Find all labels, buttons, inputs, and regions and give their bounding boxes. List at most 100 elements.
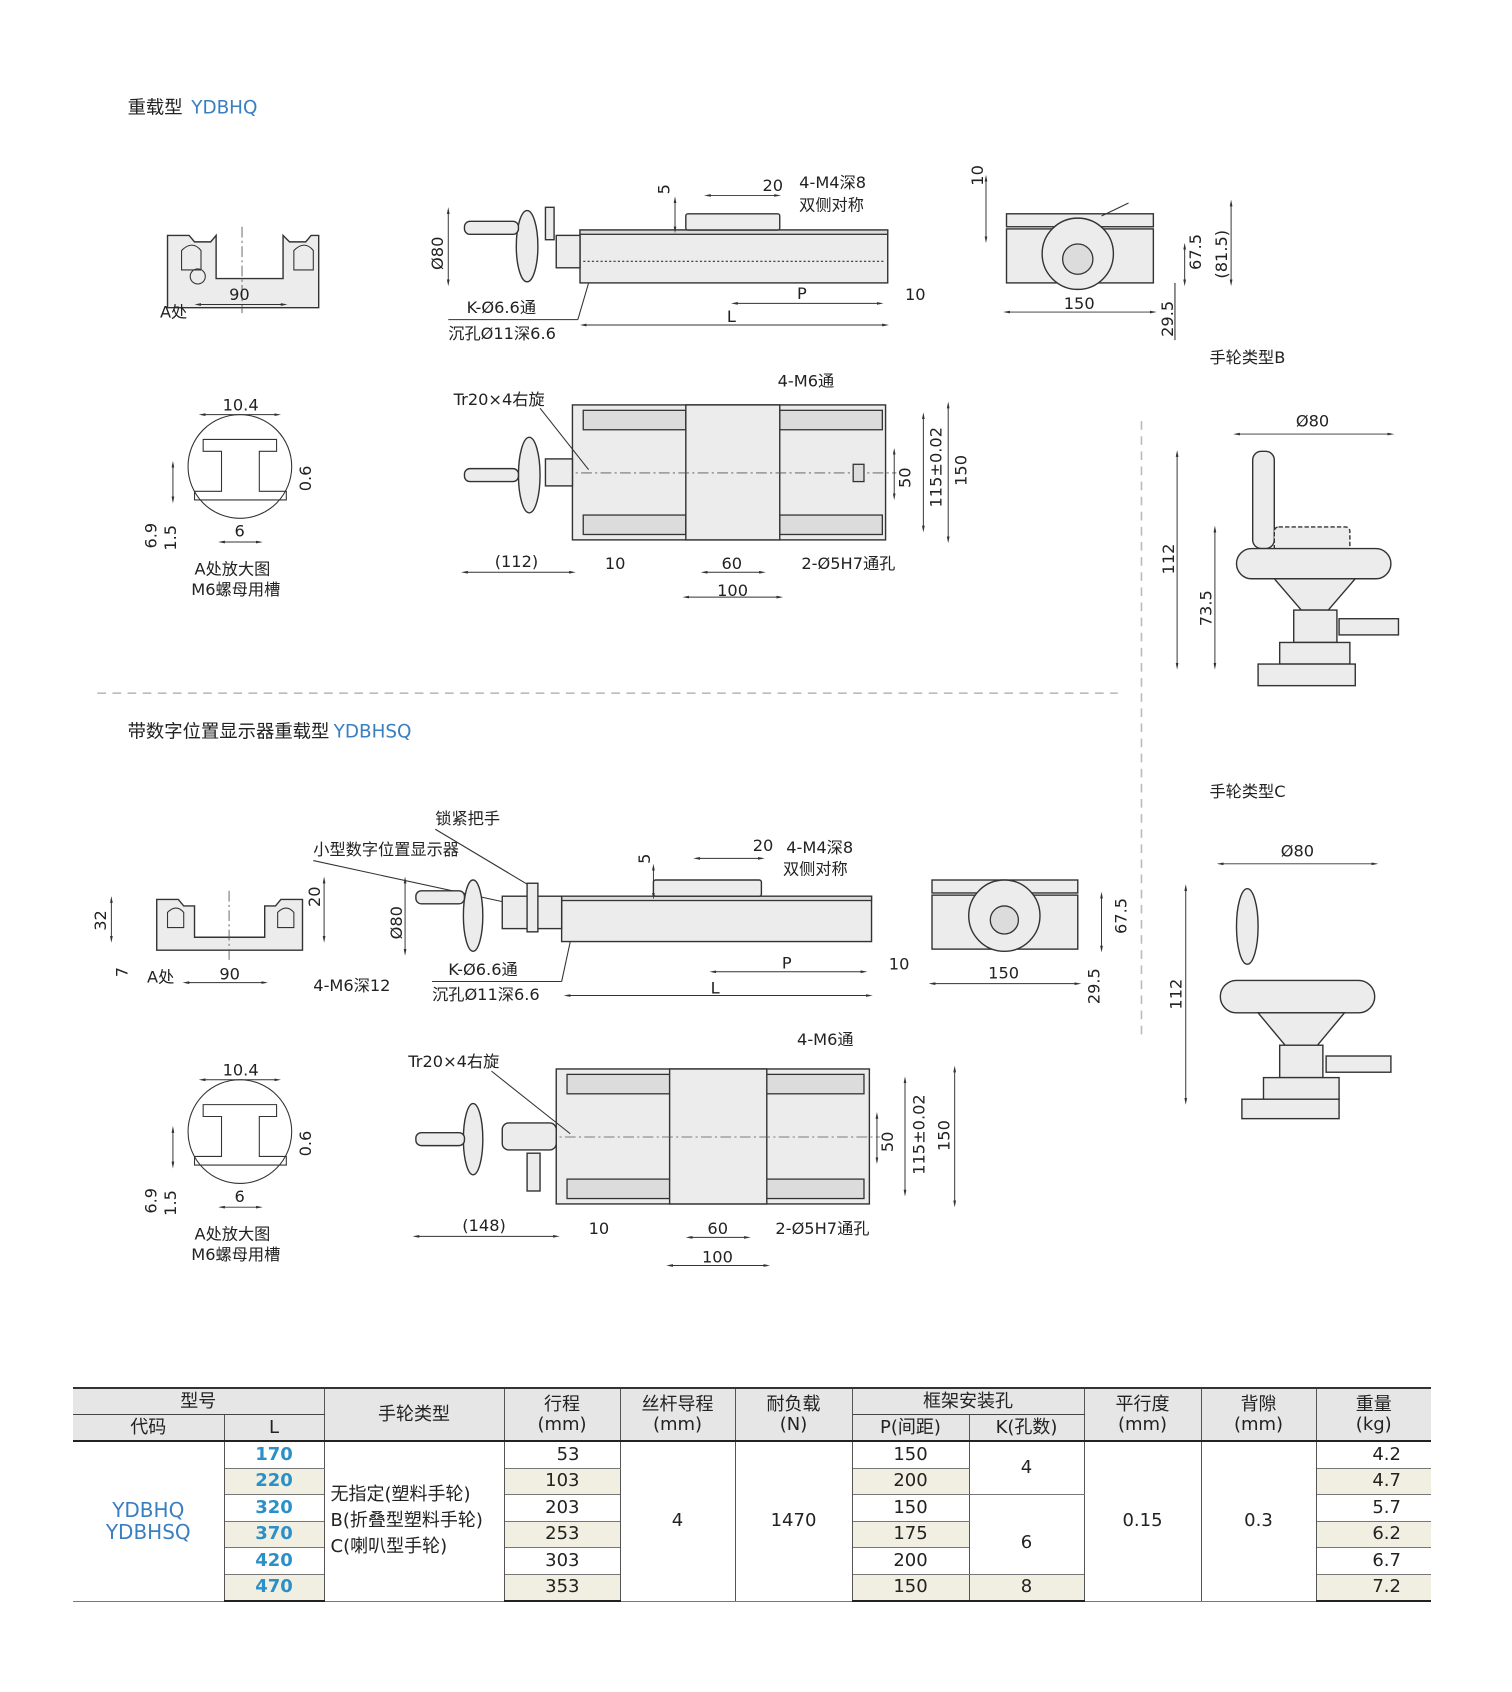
- cell-k: 4: [968, 1441, 1085, 1495]
- code-ydbhq: YDBHQ: [112, 1498, 185, 1523]
- dim-60: 60: [721, 554, 742, 573]
- cell-load: 1470: [734, 1441, 853, 1602]
- hole-label-2: K-Ø6.6通: [448, 960, 517, 979]
- dim-l-2: L: [711, 978, 720, 997]
- dim-150: 150: [952, 455, 971, 486]
- cell-l: 370: [224, 1521, 325, 1548]
- dim-73-5-b: 73.5: [1197, 590, 1216, 626]
- dim-dia80: Ø80: [428, 237, 447, 270]
- dim-dia80-b: Ø80: [1296, 412, 1329, 431]
- dim-29-5-2: 29.5: [1084, 968, 1103, 1004]
- dim-7: 7: [113, 967, 132, 977]
- cell-l: 320: [224, 1494, 325, 1522]
- dim-10-4: 10.4: [223, 395, 259, 414]
- dim-p-2: P: [782, 954, 792, 973]
- dim-1-5: 1.5: [161, 525, 180, 551]
- dim-6-9: 6.9: [142, 523, 161, 549]
- detail-caption-sub: M6螺母用槽: [191, 580, 280, 599]
- th-parallel: 平行度(mm): [1083, 1387, 1202, 1442]
- detail-caption-sub-2: M6螺母用槽: [191, 1245, 280, 1264]
- cell-weight: 4.2: [1315, 1441, 1431, 1469]
- dim-6-2: 6: [234, 1187, 244, 1206]
- dim-112-c: 112: [1166, 979, 1185, 1010]
- profile-view-2: 32 20 7 A处 90 4-M6深12: [91, 876, 390, 995]
- cell-backlash: 0.3: [1200, 1441, 1317, 1602]
- lock-handle-label: 锁紧把手: [435, 809, 500, 828]
- handwheel-c: 手轮类型C Ø80 112: [1166, 782, 1392, 1120]
- dim-148: (148): [462, 1216, 506, 1235]
- display-label: 小型数字位置显示器: [313, 840, 459, 859]
- th-model: 型号: [73, 1387, 325, 1415]
- pin-label: 2-Ø5H7通孔: [801, 554, 895, 573]
- dim-150-end-2: 150: [988, 963, 1019, 982]
- th-l: L: [223, 1414, 325, 1442]
- a-label-2: A处: [147, 968, 174, 987]
- tap-label-top: 4-M6通: [778, 372, 835, 391]
- hw-type-b: B(折叠型塑料手轮): [330, 1510, 483, 1532]
- dim-10-2: 10: [889, 955, 910, 974]
- cell-parallel: 0.15: [1083, 1441, 1202, 1602]
- handwheel-types: 无指定(塑料手轮) B(折叠型塑料手轮) C(喇叭型手轮): [323, 1441, 505, 1602]
- dim-6-9-2: 6.9: [142, 1188, 161, 1214]
- dim-l: L: [727, 307, 736, 326]
- dim-115-2: 115±0.02: [909, 1094, 928, 1175]
- cell-p: 175: [851, 1521, 970, 1548]
- end-view-2: 67.5 150 29.5: [928, 879, 1130, 1004]
- end-view-1: 10 67.5 (81.5) 150 29.5: [968, 165, 1233, 341]
- cell-stroke: 253: [503, 1521, 621, 1548]
- dim-dia80-c: Ø80: [1281, 841, 1314, 860]
- th-load-unit: (N): [779, 1413, 808, 1435]
- tap-label-top-2: 4-M6通: [797, 1030, 854, 1049]
- cell-l: 420: [224, 1547, 325, 1575]
- dim-p: P: [797, 284, 807, 303]
- table-row: 220 103 200 4.7: [73, 1468, 1431, 1495]
- top-view-2: Tr20×4右旋 4-M6通 50 115±0.02 150 (148) 10 …: [407, 1030, 957, 1267]
- dim-dia80-2: Ø80: [387, 906, 406, 939]
- th-weight-unit: (kg): [1355, 1413, 1392, 1435]
- dim-100: 100: [717, 581, 748, 600]
- table-row: 420 303 200 6.7: [73, 1547, 1431, 1575]
- th-weight: 重量(kg): [1315, 1387, 1431, 1442]
- detail-a-1: 10.4 0.6 6.9 1.5 6 A处放大图 M6螺母用槽: [142, 395, 315, 599]
- dim-5-2: 5: [635, 854, 654, 864]
- th-stroke-label: 行程: [544, 1393, 580, 1415]
- dim-20-profile: 20: [305, 886, 324, 907]
- th-count: K(孔数): [968, 1414, 1084, 1442]
- a-label: A处: [160, 302, 187, 321]
- th-load: 耐负载(N): [734, 1387, 853, 1442]
- dim-60-2: 60: [707, 1219, 728, 1238]
- dim-100-2: 100: [702, 1247, 733, 1266]
- dim-10-top: 10: [605, 554, 626, 573]
- code-ydbhsq: YDBHSQ: [105, 1520, 191, 1545]
- cell-p: 200: [851, 1547, 970, 1575]
- handwheel-b: 手轮类型B Ø80 112 73.5: [1159, 348, 1400, 687]
- dim-112: (112): [495, 552, 539, 571]
- cell-k: 8: [968, 1574, 1085, 1602]
- dim-90-2: 90: [219, 964, 240, 983]
- th-stroke-unit: (mm): [537, 1413, 587, 1435]
- hw-type-c: C(喇叭型手轮): [330, 1536, 448, 1558]
- dim-10-top-2: 10: [589, 1219, 610, 1238]
- th-backlash-label: 背隙: [1240, 1393, 1277, 1415]
- side-view-1: Ø80 5 20 4-M4深8 双侧对称 K-Ø6.6通 沉孔Ø11深6.6 P…: [428, 173, 926, 343]
- cbore-label-2: 沉孔Ø11深6.6: [432, 985, 540, 1004]
- dim-0-6-2: 0.6: [296, 1131, 315, 1157]
- dim-29-5: 29.5: [1158, 301, 1177, 337]
- dim-10-end: 10: [968, 165, 987, 186]
- cell-l: 470: [224, 1574, 325, 1602]
- dim-150-end: 150: [1064, 294, 1095, 313]
- detail-a-2: 10.4 0.6 6.9 1.5 6 A处放大图 M6螺母用槽: [142, 1060, 315, 1264]
- dim-5: 5: [655, 184, 674, 194]
- table-row: 370 253 175 6.2: [73, 1521, 1431, 1548]
- th-code: 代码: [73, 1414, 225, 1442]
- cell-stroke: 353: [503, 1574, 621, 1602]
- tap-label-2: 4-M4深8: [786, 838, 853, 857]
- detail-caption: A处放大图: [195, 559, 271, 578]
- hw-type-default: 无指定(塑料手轮): [330, 1484, 471, 1506]
- cell-weight: 4.7: [1315, 1468, 1431, 1495]
- dim-90: 90: [229, 285, 250, 304]
- th-stroke: 行程(mm): [503, 1387, 621, 1442]
